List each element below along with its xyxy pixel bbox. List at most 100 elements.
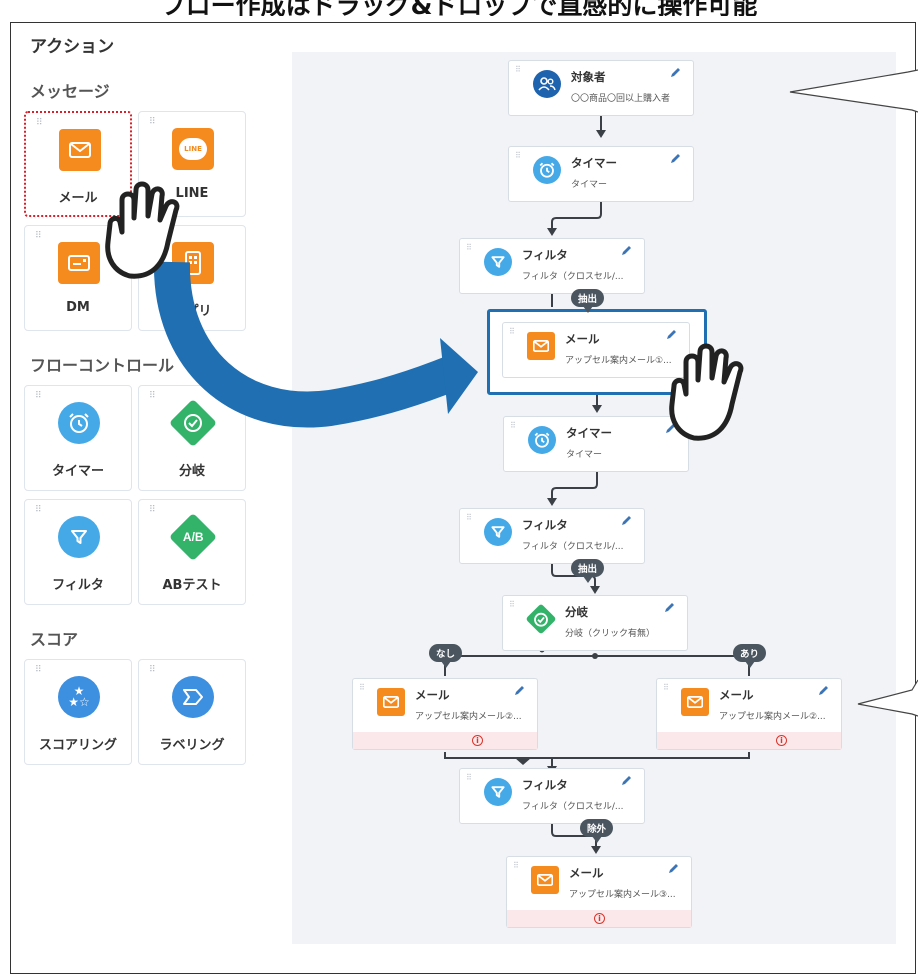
node-title: 対象者 <box>571 70 606 84</box>
palette-dm-label: DM <box>66 300 90 315</box>
node-title: フィルタ <box>522 518 568 532</box>
palette-mail-label: メール <box>58 191 98 206</box>
drag-grip-icon: ⠿ <box>35 231 42 241</box>
pencil-edit-icon[interactable] <box>620 775 632 787</box>
pencil-edit-icon[interactable] <box>620 515 632 527</box>
pencil-edit-icon[interactable] <box>817 685 829 697</box>
flow-node-branch[interactable]: ⠿ 分岐 分岐（クリック有無） <box>502 595 688 651</box>
palette-branch-label: 分岐 <box>178 464 205 479</box>
palette-line-label: LINE <box>175 186 209 201</box>
node-subtitle: タイマー <box>566 450 603 460</box>
drag-grip-icon: ⠿ <box>149 391 156 401</box>
node-subtitle: タイマー <box>571 180 608 190</box>
node-subtitle: フィルタ（クロスセル/... <box>522 542 624 552</box>
filter-funnel-icon <box>484 518 512 546</box>
drag-grip-icon: ⠿ <box>509 327 515 336</box>
flow-node-filter-2[interactable]: ⠿ フィルタ フィルタ（クロスセル/... <box>459 508 645 564</box>
node-title: フィルタ <box>522 778 568 792</box>
palette-header: アクション <box>30 37 115 57</box>
flow-node-timer-1[interactable]: ⠿ タイマー タイマー <box>508 146 694 202</box>
pencil-edit-icon[interactable] <box>669 153 681 165</box>
node-subtitle: 〇〇商品〇回以上購入者 <box>571 94 671 104</box>
palette-timer-tile[interactable]: ⠿ タイマー <box>24 385 132 491</box>
mail-icon <box>681 688 709 716</box>
edge-badge-yes: あり <box>733 644 767 668</box>
palette-scoring-label: スコアリング <box>38 738 117 753</box>
edge-badge-exclude: 除外 <box>580 819 614 843</box>
warning-info-icon: i <box>776 735 787 746</box>
users-icon <box>533 70 561 98</box>
node-subtitle: アップセル案内メール③... <box>569 890 676 900</box>
filter-funnel-icon <box>484 778 512 806</box>
node-subtitle: アップセル案内メール②... <box>719 712 826 722</box>
branch-check-icon <box>525 603 557 635</box>
edge-badge-none: なし <box>429 644 463 668</box>
drag-grip-icon: ⠿ <box>35 665 42 675</box>
flow-node-filter-1[interactable]: ⠿ フィルタ フィルタ（クロスセル/... <box>459 238 645 294</box>
node-warning-bar: i <box>657 732 841 749</box>
labeling-tag-icon <box>172 676 214 718</box>
edge-badge-extract: 抽出 <box>571 559 605 583</box>
alarm-clock-icon <box>533 156 561 184</box>
flow-node-mail-final[interactable]: ⠿ メール アップセル案内メール③... i <box>506 856 692 928</box>
drag-grip-icon: ⠿ <box>466 243 472 252</box>
flow-node-mail-yes[interactable]: ⠿ メール アップセル案内メール②... i <box>656 678 842 750</box>
drag-grip-icon: ⠿ <box>515 151 521 160</box>
drag-grip-icon: ⠿ <box>149 117 156 127</box>
flow-node-mail-dropped[interactable]: ⠿ メール アップセル案内メール①... <box>487 309 707 395</box>
dm-postcard-icon <box>58 242 100 284</box>
flow-node-mail-no[interactable]: ⠿ メール アップセル案内メール②... i <box>352 678 538 750</box>
flow-node-filter-3[interactable]: ⠿ フィルタ フィルタ（クロスセル/... <box>459 768 645 824</box>
pencil-edit-icon[interactable] <box>663 602 675 614</box>
mail-icon <box>377 688 405 716</box>
pencil-edit-icon[interactable] <box>513 685 525 697</box>
node-subtitle: アップセル案内メール②... <box>415 712 522 722</box>
node-subtitle: 分岐（クリック有無） <box>565 629 656 639</box>
flow-node-timer-2[interactable]: ⠿ タイマー タイマー <box>503 416 689 472</box>
drag-grip-icon: ⠿ <box>35 391 42 401</box>
filter-funnel-icon <box>484 248 512 276</box>
section-score-title: スコア <box>30 630 79 649</box>
drag-grip-icon: ⠿ <box>663 683 669 692</box>
pencil-edit-icon[interactable] <box>667 863 679 875</box>
node-subtitle: フィルタ（クロスセル/... <box>522 802 624 812</box>
mail-icon <box>527 332 555 360</box>
palette-scoring-tile[interactable]: ⠿ ★★☆ スコアリング <box>24 659 132 765</box>
pencil-edit-icon[interactable] <box>664 423 676 435</box>
mail-icon <box>531 866 559 894</box>
node-title: フィルタ <box>522 248 568 262</box>
palette-labeling-tile[interactable]: ⠿ ラベリング <box>138 659 246 765</box>
drag-grip-icon: ⠿ <box>359 683 365 692</box>
node-title: 分岐 <box>565 605 588 619</box>
dropped-node-card: ⠿ メール アップセル案内メール①... <box>502 322 690 378</box>
drag-grip-icon: ⠿ <box>149 505 156 515</box>
page-banner: フロー作成はドラッグ&ドロップで直感的に操作可能 <box>160 0 758 16</box>
pencil-edit-icon[interactable] <box>669 67 681 79</box>
filter-funnel-icon <box>58 516 100 558</box>
node-title: タイマー <box>571 156 617 170</box>
pencil-edit-icon[interactable] <box>620 245 632 257</box>
node-title: メール <box>415 688 450 702</box>
flow-node-audience[interactable]: ⠿ 対象者 〇〇商品〇回以上購入者 <box>508 60 694 116</box>
scoring-stars-icon: ★★☆ <box>58 676 100 718</box>
drag-grip-icon: ⠿ <box>466 773 472 782</box>
drag-grip-icon: ⠿ <box>36 118 43 128</box>
node-warning-bar: i <box>507 910 691 927</box>
drag-grip-icon: ⠿ <box>466 513 472 522</box>
node-title: メール <box>569 866 604 880</box>
palette-filter-tile[interactable]: ⠿ フィルタ <box>24 499 132 605</box>
pencil-edit-icon[interactable] <box>665 329 677 341</box>
warning-info-icon: i <box>594 913 605 924</box>
alarm-clock-icon <box>58 402 100 444</box>
palette-abtest-tile[interactable]: ⠿ A/B ABテスト <box>138 499 246 605</box>
edge-badge-extract: 抽出 <box>571 289 605 313</box>
palette-labeling-label: ラベリング <box>159 738 225 753</box>
mail-icon <box>59 129 101 171</box>
drag-grip-icon: ⠿ <box>509 600 515 609</box>
node-title: メール <box>565 332 600 346</box>
drag-grip-icon: ⠿ <box>35 505 42 515</box>
drag-grip-icon: ⠿ <box>149 665 156 675</box>
palette-filter-label: フィルタ <box>52 578 104 593</box>
node-subtitle: フィルタ（クロスセル/... <box>522 272 624 282</box>
